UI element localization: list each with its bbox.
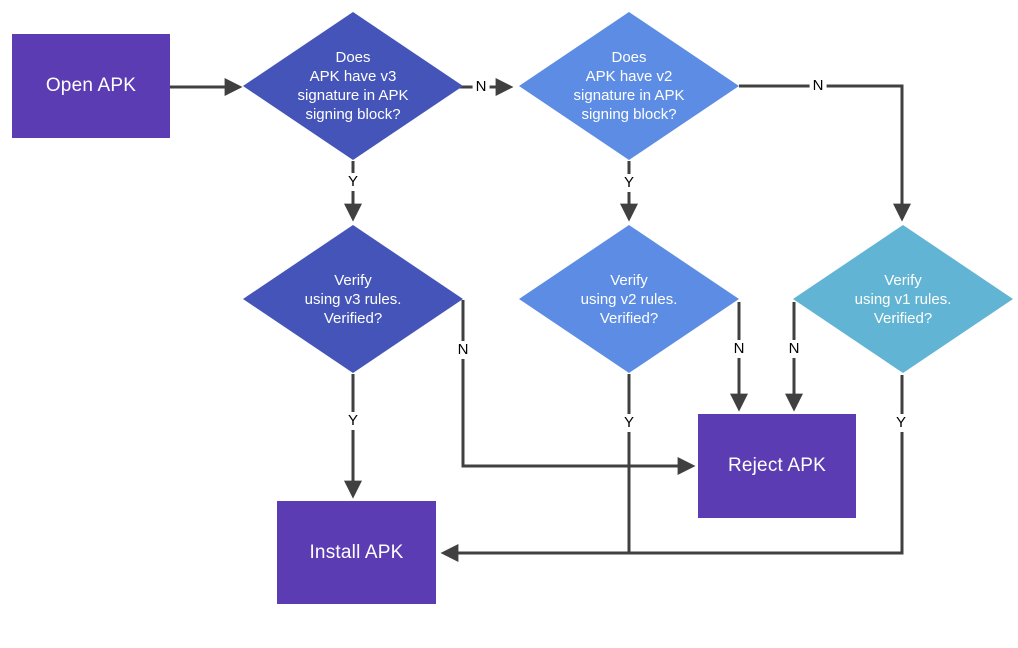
edge-label-verifyv1-yes: Y (892, 414, 910, 432)
edge-label-verifyv3-yes: Y (344, 412, 362, 430)
edge-label-qv2-no: N (809, 77, 827, 95)
node-verify-v2-text: Verify using v2 rules. Verified? (580, 271, 678, 327)
edge-label-qv3-no: N (472, 78, 490, 96)
node-install-apk: Install APK (277, 501, 436, 604)
edge-label-verifyv2-yes: Y (620, 414, 638, 432)
node-question-v2-text: Does APK have v2 signature in APK signin… (573, 49, 685, 123)
edge-label-verifyv3-no: N (454, 341, 472, 359)
node-verify-v1-text: Verify using v1 rules. Verified? (854, 271, 952, 327)
edge-qv2-no-to-verifyv1 (739, 84, 911, 222)
node-reject-apk-label: Reject APK (727, 455, 827, 476)
node-open-apk-label: Open APK (45, 75, 137, 96)
node-reject-apk: Reject APK (698, 414, 856, 518)
edge-label-verifyv2-no: N (730, 340, 748, 358)
node-install-apk-label: Install APK (309, 541, 404, 563)
node-question-v3-text: Does APK have v3 signature in APK signin… (297, 49, 409, 123)
node-open-apk: Open APK (12, 34, 170, 138)
edge-verifyv1-yes-to-install (440, 375, 904, 562)
edge-label-verifyv1-no: N (785, 340, 803, 358)
edge-label-qv3-yes: Y (344, 173, 362, 191)
node-verify-v3-text: Verify using v3 rules. Verified? (304, 271, 402, 327)
edge-label-qv2-yes: Y (620, 174, 638, 192)
